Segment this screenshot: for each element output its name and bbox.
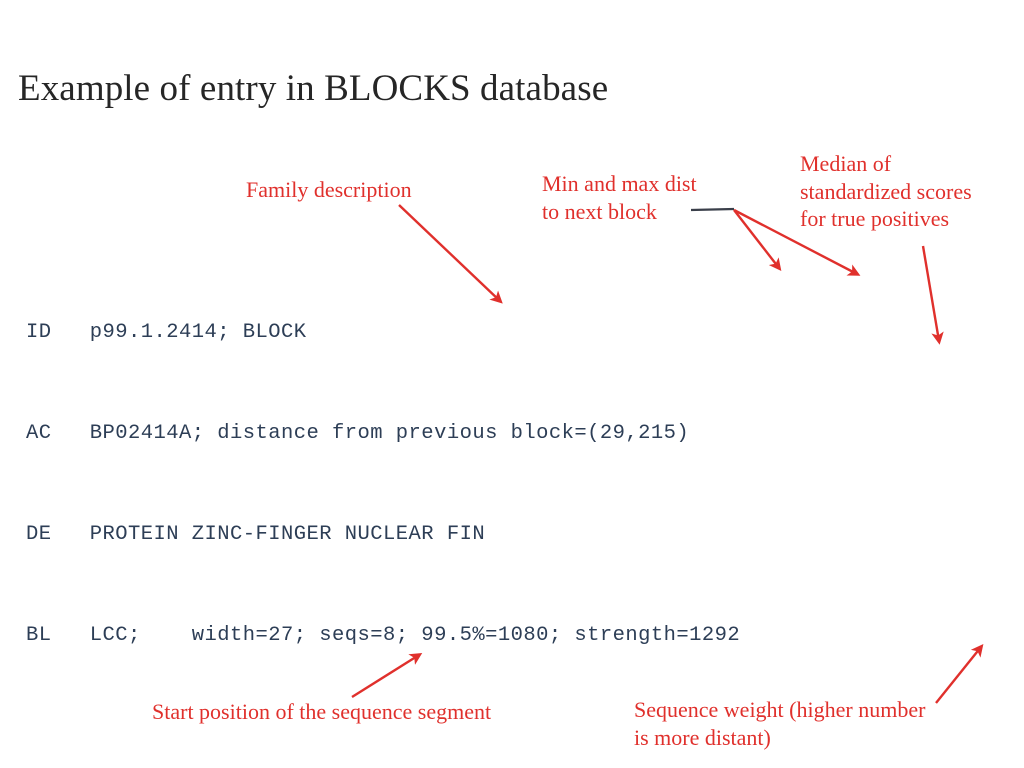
record-line-bl: BL LCC; width=27; seqs=8; 99.5%=1080; st… [26,623,741,647]
annotation-min-max-dist: Min and max dist to next block [542,171,697,224]
page-title: Example of entry in BLOCKS database [18,68,609,109]
annotation-sequence-weight: Sequence weight (higher number is more d… [634,697,926,750]
annotation-family-description: Family description [246,177,412,202]
arrow-sequence-weight [935,644,984,704]
record-line-id: ID p99.1.2414; BLOCK [26,321,307,345]
annotation-median-standardized-scores: Median of standardized scores for true p… [800,151,972,231]
leader-min-max-dist [690,207,735,212]
record-line-ac: AC BP02414A; distance from previous bloc… [26,421,690,445]
annotation-start-position: Start position of the sequence segment [152,699,492,724]
arrow-median-scores [921,245,944,345]
blocks-record: ID p99.1.2414; BLOCK AC BP02414A; distan… [26,249,766,768]
record-line-de: DE PROTEIN ZINC-FINGER NUCLEAR FIN [26,522,486,546]
